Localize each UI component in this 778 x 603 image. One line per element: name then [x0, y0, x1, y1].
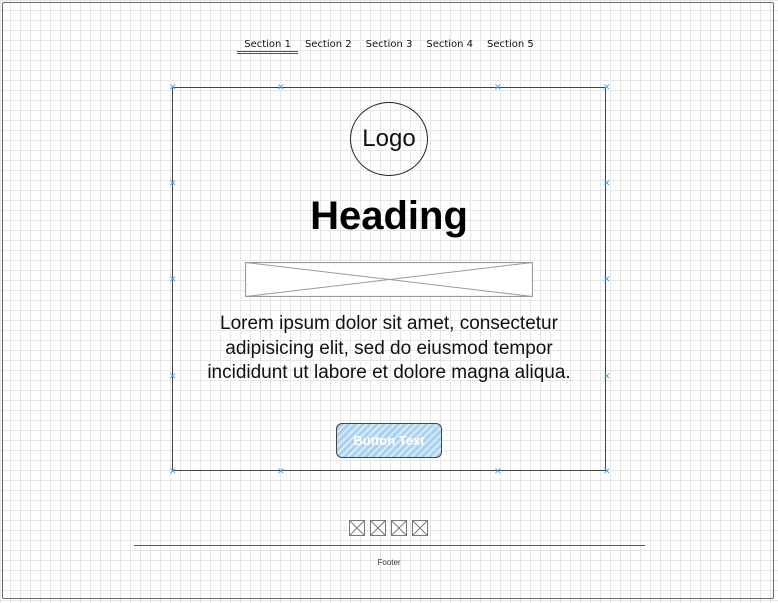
resize-handle[interactable]: ✕ — [603, 274, 611, 284]
resize-handle[interactable]: ✕ — [169, 371, 177, 381]
cta-button[interactable]: Button Text — [336, 423, 442, 458]
resize-handle[interactable]: ✕ — [277, 82, 285, 92]
nav-item-section-5[interactable]: Section 5 — [487, 39, 534, 50]
image-placeholder-icon[interactable] — [391, 520, 407, 536]
resize-handle[interactable]: ✕ — [603, 371, 611, 381]
nav-item-section-2[interactable]: Section 2 — [304, 39, 352, 50]
footer-divider — [134, 545, 645, 546]
section-nav: Section 1 Section 2 Section 3 Section 4 … — [0, 38, 778, 54]
resize-handle[interactable]: ✕ — [169, 274, 177, 284]
image-placeholder — [245, 262, 533, 297]
resize-handle[interactable]: ✕ — [494, 82, 502, 92]
page-heading: Heading — [310, 194, 468, 238]
resize-handle[interactable]: ✕ — [603, 178, 611, 188]
body-text: Lorem ipsum dolor sit amet, consectetur … — [207, 313, 571, 383]
resize-handle[interactable]: ✕ — [169, 466, 177, 476]
resize-handle[interactable]: ✕ — [603, 82, 611, 92]
logo-text: Logo — [362, 125, 416, 152]
resize-handle[interactable]: ✕ — [169, 82, 177, 92]
resize-handle[interactable]: ✕ — [277, 466, 285, 476]
image-placeholder-icon[interactable] — [349, 520, 365, 536]
cta-button-label: Button Text — [353, 433, 425, 448]
hero-container[interactable] — [172, 87, 606, 471]
resize-handle[interactable]: ✕ — [603, 466, 611, 476]
nav-item-section-3[interactable]: Section 3 — [365, 39, 413, 50]
image-placeholder-icon[interactable] — [412, 520, 428, 536]
resize-handle[interactable]: ✕ — [169, 178, 177, 188]
image-placeholder-icon[interactable] — [370, 520, 386, 536]
nav-item-section-4[interactable]: Section 4 — [426, 39, 474, 50]
logo: Logo — [350, 102, 428, 176]
resize-handle[interactable]: ✕ — [494, 466, 502, 476]
footer-text: Footer — [377, 558, 401, 567]
nav-item-section-1[interactable]: Section 1 — [237, 38, 298, 54]
social-icons — [349, 520, 428, 536]
